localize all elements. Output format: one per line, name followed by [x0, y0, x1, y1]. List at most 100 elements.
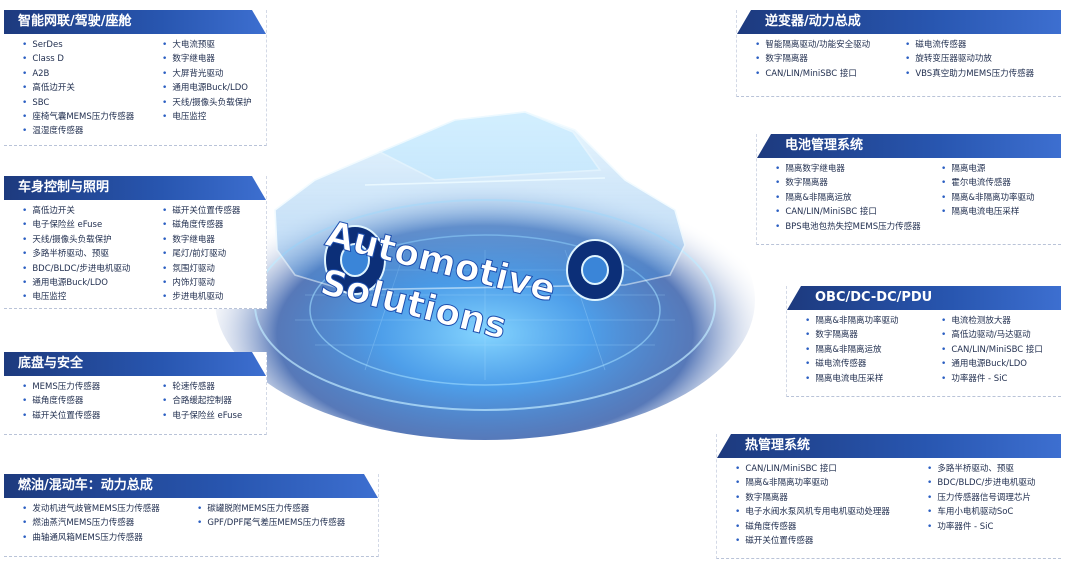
list-item: 天线/摄像头负载保护 [22, 233, 162, 247]
fuel-list-right: 碳罐脱附MEMS压力传感器 GPF/DPF尾气差压MEMS压力传感器 [197, 502, 345, 545]
list-item: 天线/摄像头负载保护 [162, 96, 251, 110]
chassis-list-left: MEMS压力传感器 磁角度传感器 磁开关位置传感器 [22, 380, 162, 423]
list-item: 隔离&非隔离运放 [805, 343, 941, 357]
car-illustration: Automotive Solutions [205, 60, 765, 440]
list-item: CAN/LIN/MiniSBC 接口 [755, 67, 905, 81]
list-item: 座椅气囊MEMS压力传感器 [22, 110, 162, 124]
thermal-list-right: 多路半桥驱动、预驱 BDC/BLDC/步进电机驱动 压力传感器信号调理芯片 车用… [927, 462, 1035, 548]
list-item: 霍尔电流传感器 [941, 176, 1034, 190]
panel-title-thermal-management: 热管理系统 [717, 434, 1061, 458]
car-hologram-graphic: Automotive Solutions [215, 111, 755, 440]
inverter-list-left: 智能隔离驱动/功能安全驱动 数字隔离器 CAN/LIN/MiniSBC 接口 [755, 38, 905, 81]
list-item: 多路半桥驱动、预驱 [22, 247, 162, 261]
panel-fuel-powertrain: 燃油/混动车：动力总成 发动机进气歧管MEMS压力传感器 燃油蒸汽MEMS压力传… [4, 474, 379, 557]
list-item: 旋转变压器驱动功放 [905, 52, 1034, 66]
fuel-list-left: 发动机进气歧管MEMS压力传感器 燃油蒸汽MEMS压力传感器 曲轴通风箱MEMS… [22, 502, 197, 545]
list-item: 磁电流传感器 [905, 38, 1034, 52]
panel-body-control: 车身控制与照明 高低边开关 电子保险丝 eFuse 天线/摄像头负载保护 多路半… [4, 176, 267, 309]
list-item: 隔离电源 [941, 162, 1034, 176]
list-item: 数字继电器 [162, 52, 252, 66]
list-item: Class D [22, 52, 162, 66]
chassis-list-right: 轮速传感器 合路缓起控制器 电子保险丝 eFuse [162, 380, 242, 423]
thermal-list-left: CAN/LIN/MiniSBC 接口 隔离&非隔离功率驱动 数字隔离器 电子水阀… [735, 462, 927, 548]
list-item: 数字隔离器 [775, 176, 941, 190]
car-wheels [324, 225, 624, 301]
list-item: 高低边开关 [22, 81, 162, 95]
list-item: 隔离电流电压采样 [941, 205, 1034, 219]
list-item: A2B [22, 67, 162, 81]
body-list-right: 磁开关位置传感器 磁角度传感器 数字继电器 尾灯/前灯驱动 氛围灯驱动 内饰灯驱… [162, 204, 240, 305]
list-item: 电压监控 [162, 110, 252, 124]
list-item: SerDes [22, 38, 162, 52]
list-item: 电子保险丝 eFuse [22, 218, 162, 232]
panel-title-adas: 智能网联/驾驶/座舱 [4, 10, 266, 34]
list-item: 隔离&非隔离功率驱动 [805, 314, 941, 328]
obc-list-left: 隔离&非隔离功率驱动 数字隔离器 隔离&非隔离运放 磁电流传感器 隔离电流电压采… [805, 314, 941, 386]
list-item: 电子水阀水泵风机专用电机驱动处理器 [735, 505, 927, 519]
list-item: 磁电流传感器 [805, 357, 941, 371]
list-item: 高低边开关 [22, 204, 162, 218]
list-item: 高低边驱动/马达驱动 [941, 328, 1043, 342]
list-item: 通用电源Buck/LDO [162, 81, 252, 95]
panel-title-chassis-safety: 底盘与安全 [4, 352, 266, 376]
panel-title-body-control: 车身控制与照明 [4, 176, 266, 200]
list-item: 隔离数字继电器 [775, 162, 941, 176]
panel-title-fuel-powertrain: 燃油/混动车：动力总成 [4, 474, 378, 498]
panel-title-inverter: 逆变器/动力总成 [737, 10, 1061, 34]
list-item: 步进电机驱动 [162, 290, 240, 304]
list-item: 电子保险丝 eFuse [162, 409, 242, 423]
list-item: 合路缓起控制器 [162, 394, 242, 408]
list-item: MEMS压力传感器 [22, 380, 162, 394]
list-item: 磁开关位置传感器 [22, 409, 162, 423]
list-item: 隔离&非隔离运放 [775, 191, 941, 205]
list-item: 隔离&非隔离功率驱动 [735, 476, 927, 490]
adas-list-left: SerDes Class D A2B 高低边开关 SBC 座椅气囊MEMS压力传… [22, 38, 162, 139]
list-item: 碳罐脱附MEMS压力传感器 [197, 502, 345, 516]
list-item: 磁角度传感器 [22, 394, 162, 408]
list-item: 大屏背光驱动 [162, 67, 252, 81]
list-item: 多路半桥驱动、预驱 [927, 462, 1035, 476]
list-item: 压力传感器信号调理芯片 [927, 491, 1035, 505]
list-item: 温湿度传感器 [22, 124, 162, 138]
list-item: 数字隔离器 [755, 52, 905, 66]
list-item: CAN/LIN/MiniSBC 接口 [941, 343, 1043, 357]
list-item: 隔离电流电压采样 [805, 372, 941, 386]
list-item: CAN/LIN/MiniSBC 接口 [735, 462, 927, 476]
list-item: 大电流预驱 [162, 38, 252, 52]
list-item: 磁角度传感器 [162, 218, 240, 232]
list-item: 功率器件 - SiC [941, 372, 1043, 386]
list-item: 智能隔离驱动/功能安全驱动 [755, 38, 905, 52]
list-item: 通用电源Buck/LDO [941, 357, 1043, 371]
adas-list-right: 大电流预驱 数字继电器 大屏背光驱动 通用电源Buck/LDO 天线/摄像头负载… [162, 38, 252, 139]
list-item: 内饰灯驱动 [162, 276, 240, 290]
panel-battery-management: 电池管理系统 隔离数字继电器 数字隔离器 隔离&非隔离运放 CAN/LIN/Mi… [756, 134, 1061, 245]
list-item: BDC/BLDC/步进电机驱动 [22, 262, 162, 276]
list-item: 氛围灯驱动 [162, 262, 240, 276]
list-item: 曲轴通风箱MEMS压力传感器 [22, 531, 197, 545]
list-item: 功率器件 - SiC [927, 520, 1035, 534]
obc-list-right: 电流检测放大器 高低边驱动/马达驱动 CAN/LIN/MiniSBC 接口 通用… [941, 314, 1043, 386]
list-item: 轮速传感器 [162, 380, 242, 394]
bms-list-right: 隔离电源 霍尔电流传感器 隔离&非隔离功率驱动 隔离电流电压采样 [941, 162, 1034, 234]
panel-thermal-management: 热管理系统 CAN/LIN/MiniSBC 接口 隔离&非隔离功率驱动 数字隔离… [716, 434, 1061, 559]
list-item: 尾灯/前灯驱动 [162, 247, 240, 261]
list-item: BDC/BLDC/步进电机驱动 [927, 476, 1035, 490]
panel-chassis-safety: 底盘与安全 MEMS压力传感器 磁角度传感器 磁开关位置传感器 轮速传感器 合路… [4, 352, 267, 435]
inverter-list-right: 磁电流传感器 旋转变压器驱动功放 VBS真空助力MEMS压力传感器 [905, 38, 1034, 81]
list-item: GPF/DPF尾气差压MEMS压力传感器 [197, 516, 345, 530]
list-item: BPS电池包热失控MEMS压力传感器 [775, 220, 941, 234]
list-item: 磁开关位置传感器 [162, 204, 240, 218]
list-item: 通用电源Buck/LDO [22, 276, 162, 290]
list-item: 数字隔离器 [735, 491, 927, 505]
list-item: 燃油蒸汽MEMS压力传感器 [22, 516, 197, 530]
bms-list-left: 隔离数字继电器 数字隔离器 隔离&非隔离运放 CAN/LIN/MiniSBC 接… [775, 162, 941, 234]
list-item: 数字继电器 [162, 233, 240, 247]
list-item: 电流检测放大器 [941, 314, 1043, 328]
body-list-left: 高低边开关 电子保险丝 eFuse 天线/摄像头负载保护 多路半桥驱动、预驱 B… [22, 204, 162, 305]
panel-obc-dcdc-pdu: OBC/DC-DC/PDU 隔离&非隔离功率驱动 数字隔离器 隔离&非隔离运放 … [786, 286, 1061, 397]
list-item: 电压监控 [22, 290, 162, 304]
list-item: 车用小电机驱动SoC [927, 505, 1035, 519]
panel-inverter: 逆变器/动力总成 智能隔离驱动/功能安全驱动 数字隔离器 CAN/LIN/Min… [736, 10, 1061, 97]
panel-title-obc-dcdc-pdu: OBC/DC-DC/PDU [787, 286, 1061, 310]
list-item: 数字隔离器 [805, 328, 941, 342]
